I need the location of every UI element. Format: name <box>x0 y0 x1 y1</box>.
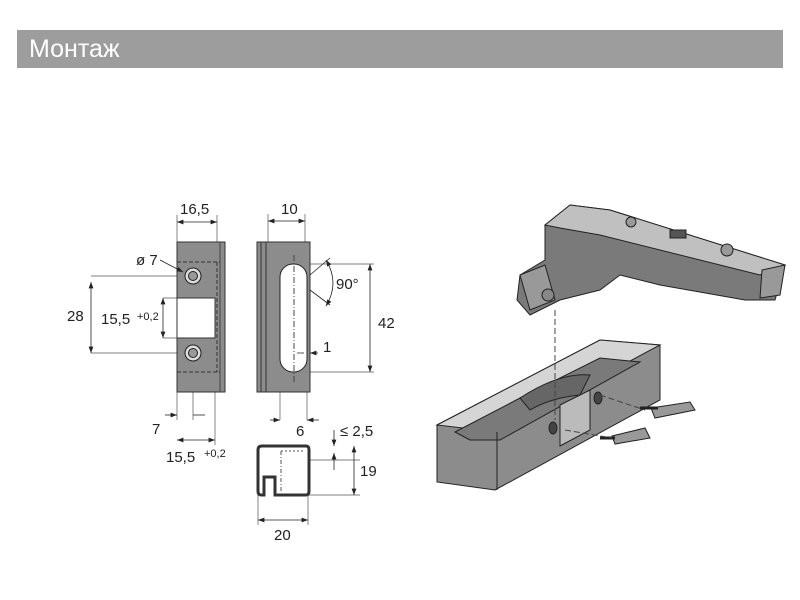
dim-hole-spacing: 28 <box>67 308 84 325</box>
dim-slot-length: 42 <box>378 315 395 332</box>
screw-hole <box>184 267 202 285</box>
extension-lines <box>91 214 374 525</box>
screw-hole <box>184 344 202 362</box>
cross-section <box>256 444 311 497</box>
screw <box>600 427 651 445</box>
dim-profile-height: 19 <box>360 463 377 480</box>
dim-side-width: 10 <box>281 201 298 218</box>
dim-profile-width: 20 <box>274 527 291 544</box>
hinge <box>516 204 787 316</box>
section-header: Монтаж <box>17 30 783 68</box>
front-view <box>176 241 226 393</box>
screw <box>640 401 696 419</box>
dim-angle: 90° <box>336 276 359 293</box>
dim-window-height: 15,5 <box>101 311 130 328</box>
assembly-guide-lines <box>554 310 646 439</box>
dim-window-width: 15,5 <box>166 449 195 466</box>
section-title: Монтаж <box>29 35 120 63</box>
dim-front-width: 16,5 <box>180 201 209 218</box>
dim-wall-max: ≤ 2,5 <box>340 423 373 440</box>
side-view <box>256 241 311 393</box>
dim-window-width-tol: +0,2 <box>204 448 226 460</box>
dim-slot-offset: 6 <box>296 423 304 440</box>
hinge-3d-illustration <box>435 204 787 491</box>
dim-window-height-tol: +0,2 <box>137 311 159 323</box>
dim-hole-diameter: ø 7 <box>136 252 158 269</box>
dim-hole-offset: 7 <box>152 421 160 438</box>
aluminium-profile <box>435 339 662 491</box>
dimension-arrows <box>88 218 373 523</box>
dim-slot-depth: 1 <box>323 339 331 356</box>
window-cutout <box>176 297 216 339</box>
